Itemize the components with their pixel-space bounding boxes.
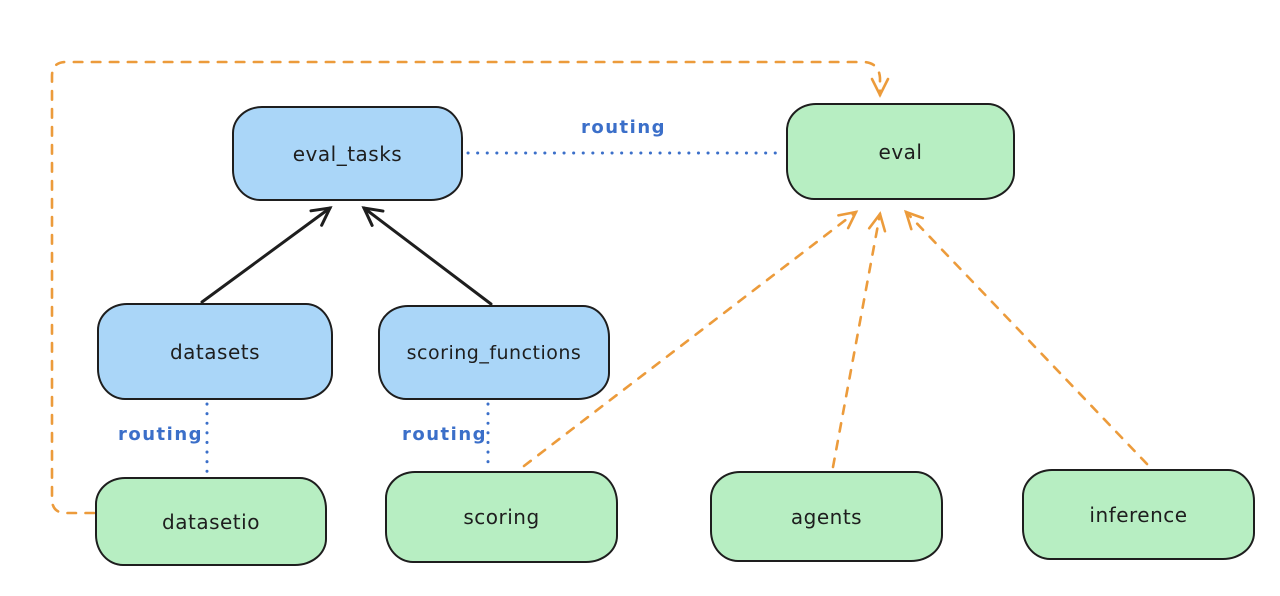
node-inference[interactable]: inference — [1022, 469, 1255, 560]
node-datasets[interactable]: datasets — [97, 303, 333, 400]
edge-datasetio-to-eval — [50, 60, 890, 515]
node-agents-label: agents — [790, 504, 863, 529]
edge-label-routing-mid: routing — [402, 424, 488, 445]
edge-scoring-to-eval — [522, 210, 859, 468]
node-agents[interactable]: agents — [710, 471, 943, 562]
edge-label-routing-left: routing — [118, 424, 204, 445]
edge-scoring-functions-to-eval-tasks — [361, 206, 493, 306]
node-eval-tasks-label: eval_tasks — [292, 141, 403, 166]
node-scoring-label: scoring — [463, 505, 540, 529]
node-inference-label: inference — [1089, 502, 1188, 527]
edge-label-routing-top: routing — [581, 117, 667, 138]
edge-datasets-to-eval-tasks — [200, 206, 333, 304]
node-eval[interactable]: eval — [786, 103, 1015, 200]
node-scoring-functions[interactable]: scoring_functions — [378, 305, 610, 400]
edge-agents-to-eval — [831, 211, 887, 469]
node-datasets-label: datasets — [169, 339, 261, 364]
node-scoring-functions-label: scoring_functions — [406, 341, 582, 364]
node-scoring[interactable]: scoring — [385, 471, 618, 563]
node-datasetio-label: datasetio — [162, 509, 260, 534]
node-eval-label: eval — [878, 139, 923, 164]
node-datasetio[interactable]: datasetio — [95, 477, 327, 566]
node-eval-tasks[interactable]: eval_tasks — [232, 106, 463, 201]
edge-inference-to-eval — [903, 209, 1149, 466]
